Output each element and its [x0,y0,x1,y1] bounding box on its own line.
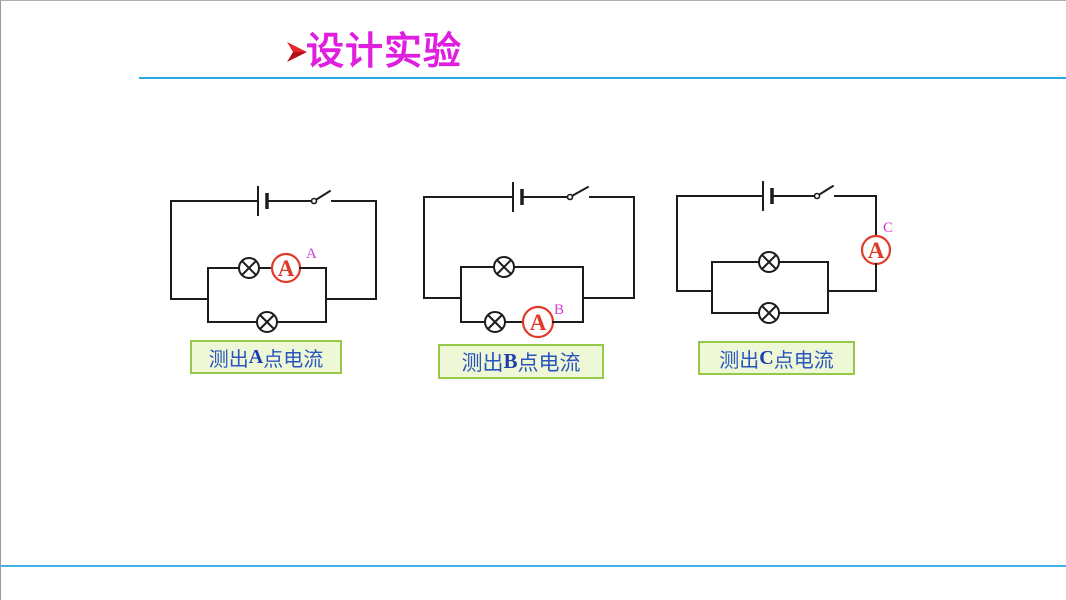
arrowhead-bottom-face [287,52,307,62]
battery-symbol [257,186,269,216]
lamp-symbol [256,311,278,333]
ammeter-letter: A [530,310,547,335]
caption-suffix: 点电流 [773,349,834,372]
lamp-symbol [238,257,260,279]
circuit-c: AC [676,181,893,324]
lamp-symbol [758,302,780,324]
lamp-cross [496,259,512,275]
measure-point-label: A [306,246,317,262]
measure-point-label: C [883,220,893,236]
caption-point: B [503,349,518,373]
ammeter-letter: A [278,256,295,281]
lamp-cross [241,260,257,276]
switch-pivot [813,192,821,200]
lamp-cross [487,314,503,330]
caption-prefix: 测出 [461,350,504,375]
ammeter-letter: A [868,238,885,263]
circuit-a: AA [170,186,377,333]
switch-symbol [566,186,589,201]
caption-prefix: 测出 [719,349,760,372]
arrowhead-bullet-icon [287,42,307,62]
switch-pivot [310,197,318,205]
battery-symbol [762,181,774,211]
caption-point: C [759,346,774,369]
ammeter-symbol: A [521,305,555,339]
switch-pivot [566,193,574,201]
lamp-cross [259,314,275,330]
title-underline [139,77,1066,79]
lamp-symbol [493,256,515,278]
lamp-symbol [484,311,506,333]
switch-symbol [310,190,331,205]
measure-point-label: B [554,302,564,318]
ammeter-symbol: A [270,252,302,284]
switch-lever [569,186,589,198]
slide-title: 设计实验 [306,29,463,73]
switch-symbol [813,185,834,200]
lamp-symbol [758,251,780,273]
arrowhead-top-face [287,42,307,52]
caption-suffix: 点电流 [263,348,324,371]
footer-line [1,565,1066,567]
caption-point: A [248,345,264,368]
caption-prefix: 测出 [208,348,249,371]
ammeter-symbol: A [860,234,892,266]
lamp-cross [761,254,777,270]
battery-symbol [512,182,524,212]
lamp-cross [761,305,777,321]
caption-suffix: 点电流 [517,350,581,375]
